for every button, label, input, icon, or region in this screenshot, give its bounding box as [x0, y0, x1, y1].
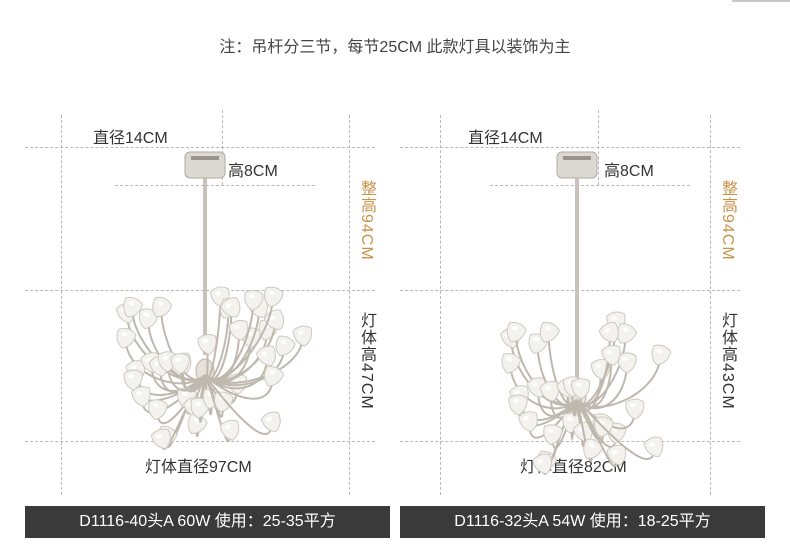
guide-line: [115, 185, 315, 186]
page-note: 注：吊杆分三节，每节25CM 此款灯具以装饰为主: [219, 39, 571, 56]
guide-line: [25, 441, 375, 442]
guide-line: [400, 147, 740, 148]
guide-line: [598, 110, 599, 185]
body-height-label: 灯体高47CM: [358, 312, 375, 410]
guide-line: [400, 290, 740, 291]
total-height-label: 整高94CM: [719, 180, 736, 261]
spec-bar: D1116-40头A 60W 使用：25-35平方: [25, 506, 390, 538]
canopy-diameter-label: 直径14CM: [468, 130, 543, 147]
guide-line: [400, 441, 740, 442]
guide-line: [710, 115, 711, 495]
spec-bar: D1116-32头A 54W 使用：18-25平方: [400, 506, 765, 538]
guide-line: [25, 147, 375, 148]
chandelier-illustration-32-head: [500, 151, 672, 475]
chandelier-illustration-40-head: [115, 151, 313, 450]
total-height-label: 整高94CM: [358, 180, 375, 261]
guide-line: [349, 115, 350, 495]
body-diameter-label: 灯体直径97CM: [145, 459, 252, 476]
canopy-height-label: 高8CM: [228, 163, 278, 180]
canopy-diameter-label: 直径14CM: [93, 130, 168, 147]
canopy-height-label: 高8CM: [604, 163, 654, 180]
guide-line: [222, 110, 223, 185]
body-height-label: 灯体高43CM: [719, 312, 736, 410]
guide-line: [61, 115, 62, 495]
top-divider: [732, 0, 790, 2]
guide-line: [25, 290, 375, 291]
guide-line: [490, 185, 690, 186]
guide-line: [440, 115, 441, 495]
